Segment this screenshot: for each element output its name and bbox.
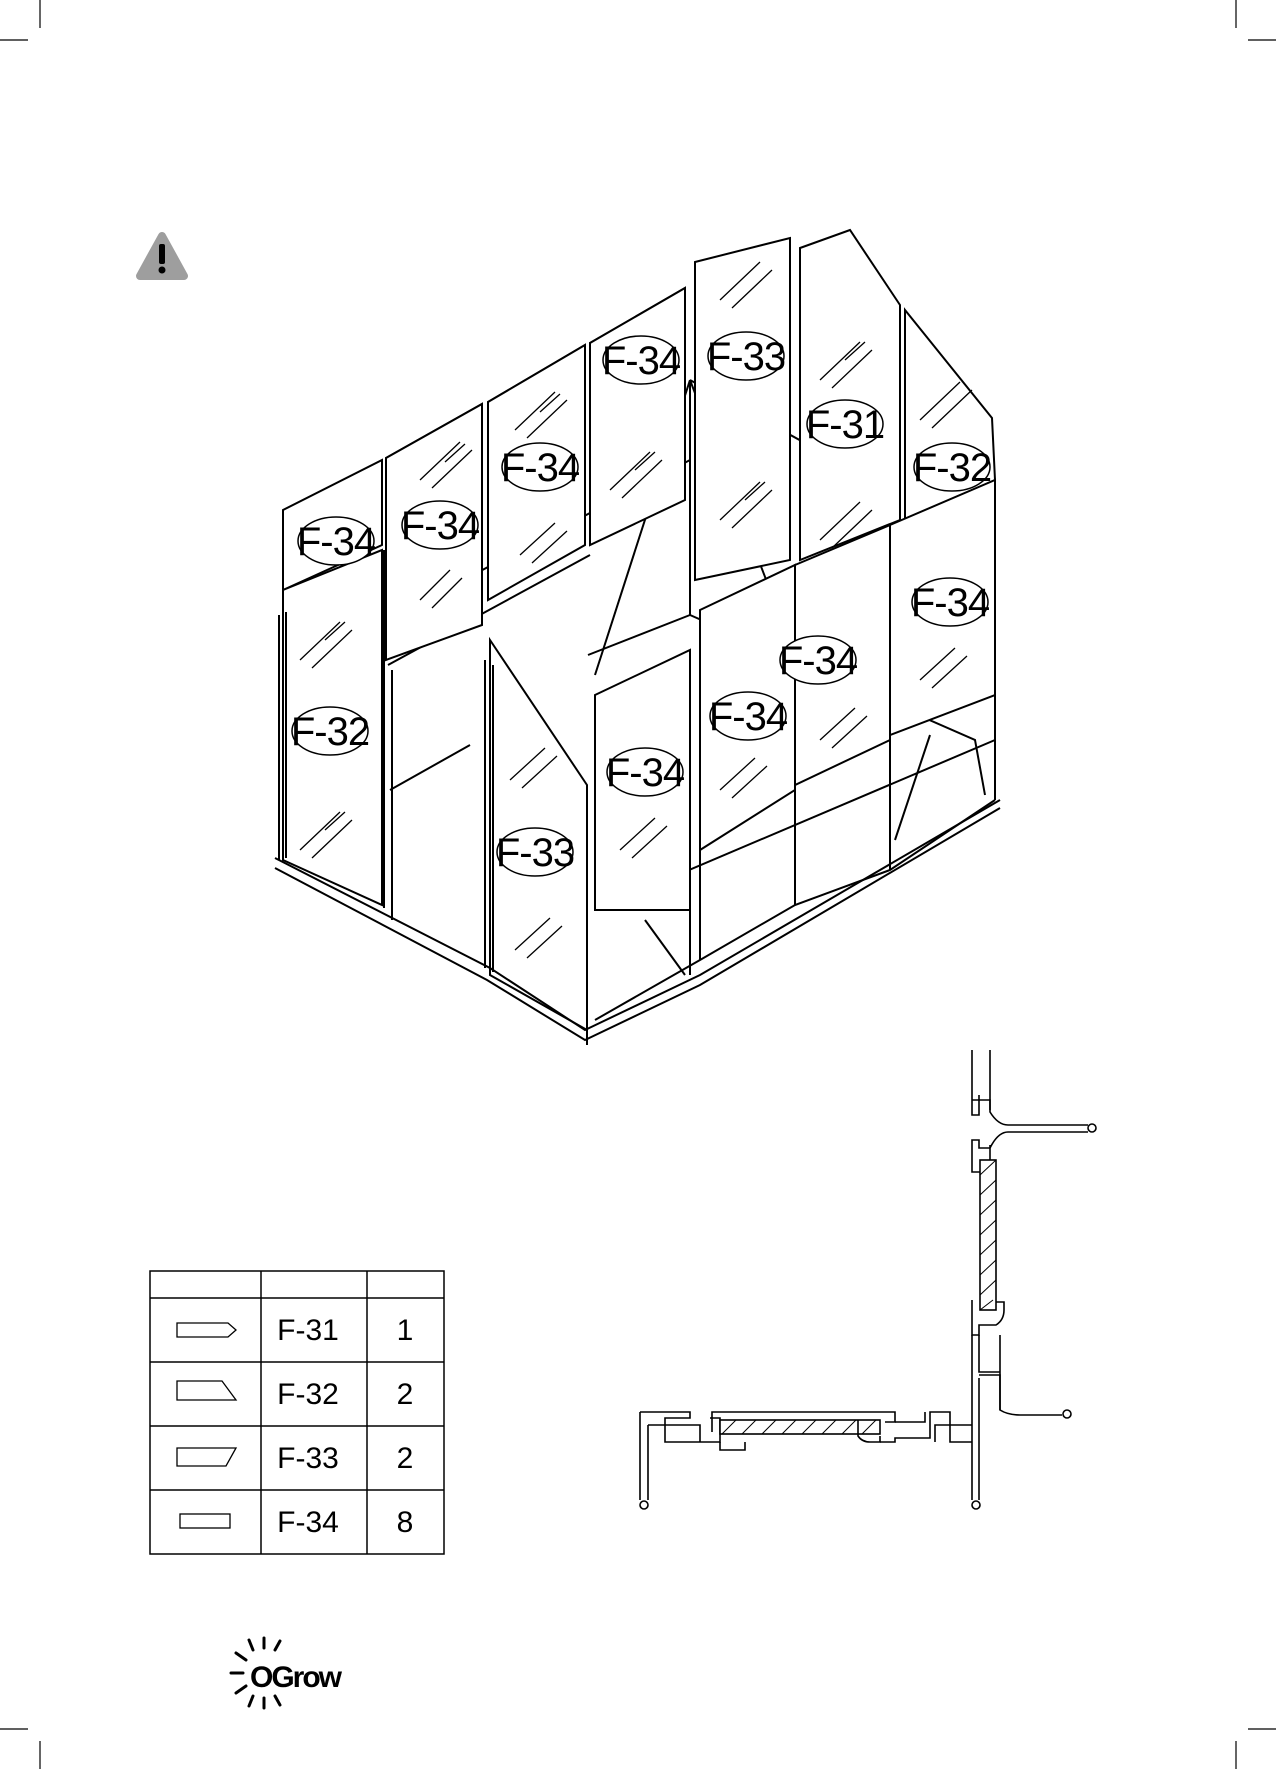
table-cell-qty: 2 xyxy=(397,1442,414,1475)
parallelogram-panel-icon xyxy=(177,1448,236,1466)
part-label: F-32 xyxy=(291,710,369,754)
table-cell-code: F-34 xyxy=(277,1506,339,1539)
part-label: F-34 xyxy=(779,639,858,683)
parts-table: F-31 1 F-32 2 F-33 2 F-34 8 xyxy=(150,1271,444,1554)
table-cell-code: F-31 xyxy=(277,1314,339,1347)
part-label: F-31 xyxy=(806,403,884,447)
gable-panel-right-upper xyxy=(800,230,900,560)
table-row: F-34 8 xyxy=(180,1506,413,1539)
table-cell-code: F-33 xyxy=(277,1442,339,1475)
part-label: F-34 xyxy=(297,520,376,564)
profile-section-detail xyxy=(640,1050,1096,1509)
brand-logo: OGrow xyxy=(231,1638,343,1708)
trapezoid-panel-icon xyxy=(177,1381,236,1400)
table-row: F-32 2 xyxy=(177,1378,413,1411)
part-label: F-34 xyxy=(501,446,580,490)
table-cell-code: F-32 xyxy=(277,1378,339,1411)
greenhouse-assembly-drawing: F-34 F-33 F-34 F-31 F-34 F-34 F-32 F-34 … xyxy=(275,230,1000,1045)
gable-panel-center xyxy=(695,238,790,580)
side-panel-3 xyxy=(590,288,685,545)
warning-icon xyxy=(140,236,184,276)
pentagon-panel-icon xyxy=(177,1323,236,1337)
logo-text: OGrow xyxy=(250,1661,343,1694)
part-label: F-34 xyxy=(602,339,681,383)
part-label: F-34 xyxy=(911,581,990,625)
table-cell-qty: 2 xyxy=(397,1378,414,1411)
part-label: F-33 xyxy=(707,335,785,379)
table-cell-qty: 8 xyxy=(397,1506,414,1539)
table-row: F-33 2 xyxy=(177,1442,413,1475)
table-row: F-31 1 xyxy=(177,1314,413,1347)
part-label: F-32 xyxy=(913,446,991,490)
part-label: F-33 xyxy=(496,831,574,875)
part-label: F-34 xyxy=(606,751,685,795)
part-label: F-34 xyxy=(401,504,480,548)
table-cell-qty: 1 xyxy=(397,1314,414,1347)
part-label: F-34 xyxy=(709,695,788,739)
rectangle-panel-icon xyxy=(180,1514,230,1528)
